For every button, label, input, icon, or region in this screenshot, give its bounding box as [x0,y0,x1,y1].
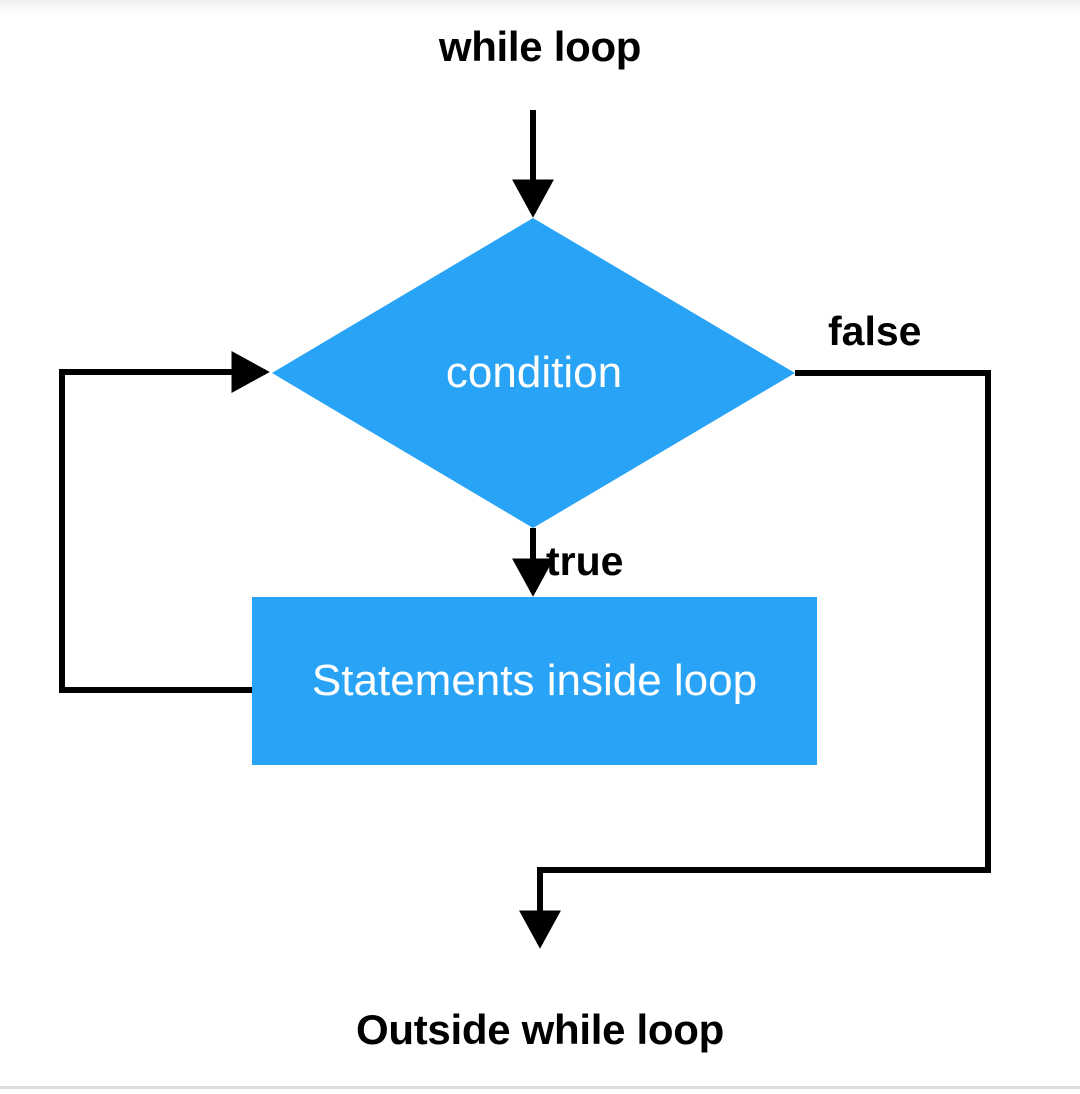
edge-label-false: false [828,308,922,354]
condition-node-label: condition [445,348,623,397]
edge-body-loopback [59,351,270,693]
statements-node-label: Statements inside loop [311,656,758,705]
bottom-divider [0,1086,1080,1089]
condition-diamond-shape [272,218,795,528]
outside-while-loop-label: Outside while loop [356,1006,724,1053]
statements-rect-shape [252,597,817,765]
edge-condition-false [519,370,991,949]
edge-label-true: true [546,538,624,584]
diagram-title: while loop [438,23,642,70]
